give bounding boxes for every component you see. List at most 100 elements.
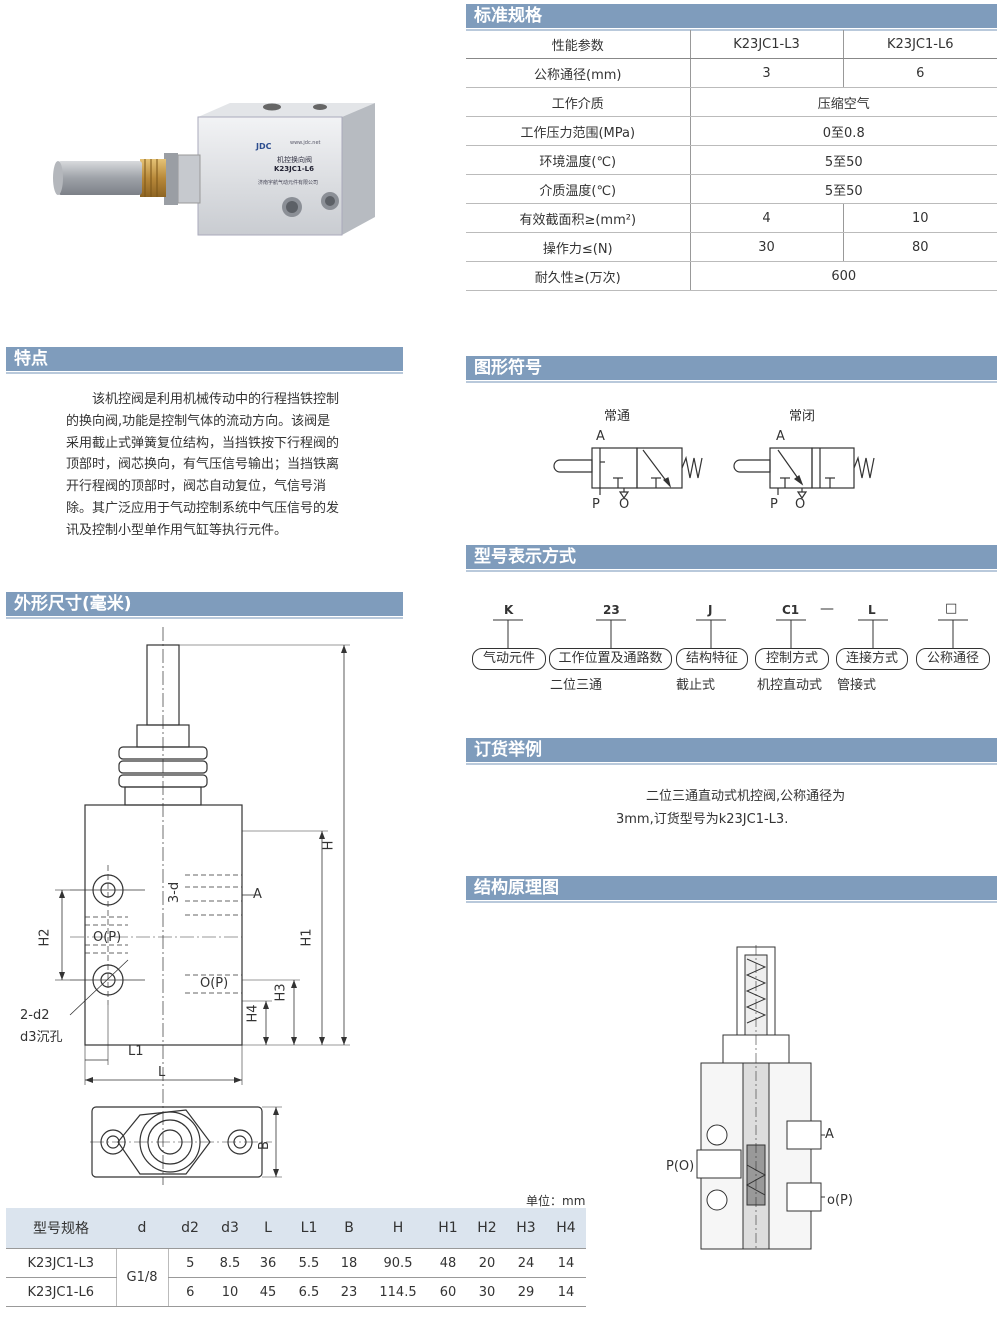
structure-diagram	[696, 945, 825, 1250]
spec-header-row: 性能参数 K23JC1-L3 K23JC1-L6	[466, 30, 997, 59]
model-code-dash: —	[820, 601, 834, 617]
model-code-leaders	[493, 619, 968, 648]
dim-cell: 45	[248, 1277, 288, 1307]
model-sub-2: 截止式	[676, 678, 716, 693]
section-dimensions: 外形尺寸(毫米)	[6, 592, 403, 619]
spec-value-both: 0至0.8	[690, 116, 997, 146]
symbol-no-title: 常通	[604, 409, 631, 424]
dim-header: H	[368, 1208, 428, 1249]
structure-label-p: P(O)	[666, 1159, 695, 1174]
dim-header: L1	[288, 1208, 330, 1249]
dim-cell: 36	[248, 1248, 288, 1278]
dim-cell: 6	[167, 1277, 212, 1307]
spec-row: 有效截面积≥(mm²) 4 10	[466, 203, 997, 233]
dim-label-h: H	[321, 840, 337, 851]
dim-row: K23JC1-L3 G1/8 5 8.5 36 5.5 18 90.5 48 2…	[6, 1248, 586, 1307]
model-code-23: 23	[603, 603, 620, 617]
symbol-normally-closed	[733, 447, 875, 500]
label-model: K23JC1-L6	[274, 165, 315, 173]
spec-table: 性能参数 K23JC1-L3 K23JC1-L6 公称通径(mm) 3 6 工作…	[466, 30, 997, 291]
section-features: 特点	[6, 347, 403, 374]
dim-cell: 23	[330, 1277, 368, 1307]
dim-header: H2	[468, 1208, 506, 1249]
dim-label-l1: L1	[128, 1044, 144, 1059]
model-code-l: L	[868, 603, 876, 617]
spec-value-l3: 3	[690, 58, 844, 88]
model-label-6: 公称通径	[916, 648, 990, 670]
dim-cell: 5	[167, 1248, 212, 1278]
dim-label-d3-hole: d3沉孔	[20, 1030, 63, 1045]
spec-param: 环境温度(℃)	[466, 145, 691, 175]
dim-cell: 30	[468, 1277, 506, 1307]
dim-cell: 8.5	[212, 1248, 248, 1278]
dim-d-value: G1/8	[115, 1248, 168, 1307]
model-sub-4: 管接式	[837, 678, 877, 693]
dim-header: d3	[212, 1208, 248, 1249]
dim-model: K23JC1-L3	[6, 1248, 116, 1278]
symbol-no-port-p: P	[592, 497, 600, 512]
spec-value-both: 600	[690, 261, 997, 291]
spec-header-l3: K23JC1-L3	[690, 30, 844, 59]
dim-cell: 10	[212, 1277, 248, 1307]
spec-value-both: 压缩空气	[690, 87, 997, 117]
symbol-normally-open	[553, 447, 703, 500]
dim-model: K23JC1-L6	[6, 1277, 116, 1307]
section-symbols: 图形符号	[466, 356, 997, 383]
features-text: 该机控阀是利用机械传动中的行程挡铁控制的换向阀,功能是控制气体的流动方向。该阀是…	[66, 392, 340, 538]
dimension-table: 型号规格 d d2 d3 L L1 B H H1 H2 H3 H4 K23JC1…	[6, 1208, 586, 1307]
section-structure: 结构原理图	[466, 876, 997, 903]
dim-header: H3	[506, 1208, 546, 1249]
model-label-2: 工作位置及通路数	[549, 648, 672, 670]
section-model: 型号表示方式	[466, 545, 997, 572]
dim-cell: 20	[468, 1248, 506, 1278]
order-line-2: 3mm,订货型号为k23JC1-L3.	[616, 812, 789, 827]
spec-param: 耐久性≥(万次)	[466, 261, 691, 291]
spec-row: 工作压力范围(MPa) 0至0.8	[466, 116, 997, 146]
section-spec: 标准规格	[466, 4, 997, 31]
spec-value-both: 5至50	[690, 145, 997, 175]
spec-value-l6: 80	[843, 232, 997, 262]
dim-cell: 90.5	[368, 1248, 428, 1278]
label-name: 机控换向阀	[277, 156, 312, 164]
dim-header: 型号规格	[6, 1208, 116, 1249]
dim-header: d2	[168, 1208, 212, 1249]
dim-label-h3: H3	[273, 983, 289, 1002]
spec-value-l6: 6	[843, 58, 997, 88]
dim-cell: 18	[330, 1248, 368, 1278]
order-line-1: 二位三通直动式机控阀,公称通径为	[646, 789, 846, 804]
symbol-nc-port-o: O	[795, 497, 806, 512]
model-code-j: J	[708, 603, 713, 617]
symbol-no-port-a: A	[596, 429, 605, 444]
model-label-4: 控制方式	[755, 648, 829, 670]
symbol-nc-port-p: P	[770, 497, 778, 512]
dim-cell: 6.5	[288, 1277, 330, 1307]
product-photo: JDC www.jdc.net 机控换向阀 K23JC1-L6 济南宇航气动元件…	[30, 95, 400, 255]
dim-row: K23JC1-L6 6 10 45 6.5 23 114.5 60 30 29 …	[6, 1277, 586, 1307]
dim-cell: 24	[506, 1248, 546, 1278]
spec-param: 操作力≤(N)	[466, 232, 691, 262]
label-url: www.jdc.net	[290, 140, 321, 146]
label-brand: JDC	[256, 142, 272, 151]
dim-header: d	[116, 1208, 168, 1249]
model-label-3: 结构特征	[676, 648, 748, 670]
model-label-1: 气动元件	[472, 648, 546, 670]
dim-header: H1	[428, 1208, 468, 1249]
spec-row: 环境温度(℃) 5至50	[466, 145, 997, 175]
spec-param: 工作压力范围(MPa)	[466, 116, 691, 146]
dim-label-h4: H4	[245, 1004, 261, 1023]
symbol-nc-title: 常闭	[789, 409, 816, 424]
dim-cell: 14	[546, 1248, 586, 1278]
dim-cell: 114.5	[368, 1277, 428, 1307]
spec-value-both: 5至50	[690, 174, 997, 204]
dim-label-op-2: O(P)	[200, 976, 229, 991]
spec-row: 工作介质 压缩空气	[466, 87, 997, 117]
dim-label-l: L	[158, 1065, 166, 1080]
dim-cell: 60	[428, 1277, 468, 1307]
dimension-drawing	[55, 627, 350, 1185]
dim-cell: 5.5	[288, 1248, 330, 1278]
dim-cell: 48	[428, 1248, 468, 1278]
dim-header-row: 型号规格 d d2 d3 L L1 B H H1 H2 H3 H4	[6, 1208, 586, 1249]
symbol-nc-port-a: A	[776, 429, 785, 444]
spec-row: 操作力≤(N) 30 80	[466, 232, 997, 262]
unit-note: 单位：mm	[526, 1194, 586, 1208]
